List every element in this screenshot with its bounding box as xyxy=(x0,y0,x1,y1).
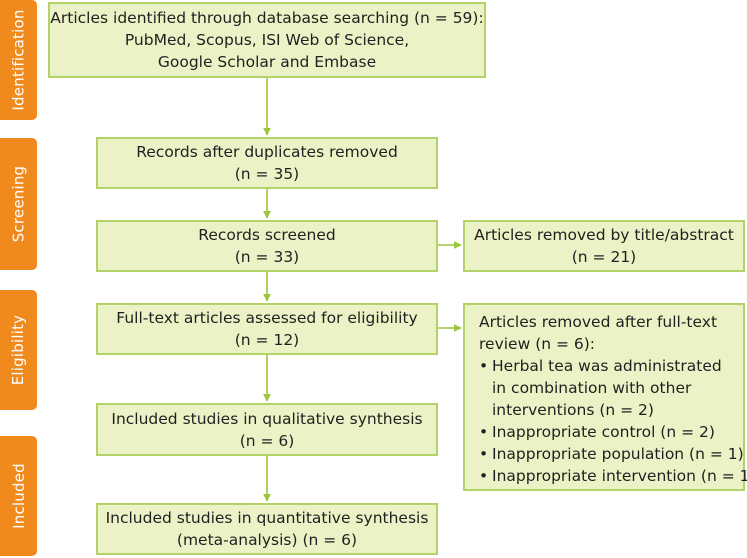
reason-1-line-3: interventions (n = 2) xyxy=(492,401,654,419)
bullet-icon: • xyxy=(479,467,489,485)
reason-2-line-1: Inappropriate control (n = 2) xyxy=(492,423,715,441)
full-text-assessed-line-1: Full-text articles assessed for eligibil… xyxy=(116,309,418,327)
bullet-icon: • xyxy=(479,357,489,375)
identified-line-3: Google Scholar and Embase xyxy=(157,53,377,71)
stage-eligibility: Eligibility xyxy=(0,290,37,410)
reason-item-3: • Inappropriate population (n = 1) xyxy=(479,443,744,465)
reason-item-2: • Inappropriate control (n = 2) xyxy=(479,421,715,443)
stage-identification-label: Identification xyxy=(9,9,28,111)
stage-included: Included xyxy=(0,436,37,556)
removed-full-text-heading-2: review (n = 6): xyxy=(479,335,596,353)
bullet-icon: • xyxy=(479,445,489,463)
box-removed-full-text: Articles removed after full-text review … xyxy=(463,303,747,491)
full-text-assessed-line-2: (n = 12) xyxy=(234,331,300,349)
reason-1-line-2: in combination with other xyxy=(492,379,692,397)
reason-4-line-1: Inappropriate intervention (n = 1) xyxy=(492,467,747,485)
stage-screening: Screening xyxy=(0,138,37,270)
box-identified: Articles identified through database sea… xyxy=(48,2,486,78)
box-qualitative: Included studies in qualitative synthesi… xyxy=(96,403,438,456)
removed-title-abstract-line-1: Articles removed by title/abstract xyxy=(474,226,734,244)
box-quantitative: Included studies in quantitative synthes… xyxy=(96,503,438,555)
reason-1-line-1: Herbal tea was administrated xyxy=(492,357,722,375)
stage-included-label: Included xyxy=(9,463,28,529)
qualitative-line-2: (n = 6) xyxy=(239,431,295,450)
stage-screening-label: Screening xyxy=(9,165,28,243)
box-removed-title-abstract: Articles removed by title/abstract (n = … xyxy=(463,220,745,272)
identified-line-2: PubMed, Scopus, ISI Web of Science, xyxy=(124,31,410,49)
box-screened: Records screened (n = 33) xyxy=(96,220,438,272)
duplicates-removed-line-2: (n = 35) xyxy=(234,165,300,183)
box-duplicates-removed: Records after duplicates removed (n = 35… xyxy=(96,137,438,189)
quantitative-line-2: (meta-analysis) (n = 6) xyxy=(176,531,358,549)
reason-3-line-1: Inappropriate population (n = 1) xyxy=(492,445,744,463)
identified-line-1: Articles identified through database sea… xyxy=(50,9,484,27)
reason-item-4: • Inappropriate intervention (n = 1) xyxy=(479,465,747,487)
screened-line-1: Records screened xyxy=(198,226,336,244)
reason-item-1: • Herbal tea was administrated xyxy=(479,355,722,377)
qualitative-line-1: Included studies in qualitative synthesi… xyxy=(111,409,423,428)
quantitative-line-1: Included studies in quantitative synthes… xyxy=(105,509,429,527)
stage-identification: Identification xyxy=(0,0,37,120)
bullet-icon: • xyxy=(479,423,489,441)
duplicates-removed-line-1: Records after duplicates removed xyxy=(136,143,398,161)
stage-eligibility-label: Eligibility xyxy=(9,314,28,386)
removed-full-text-heading-1: Articles removed after full-text xyxy=(479,313,718,331)
box-full-text-assessed: Full-text articles assessed for eligibil… xyxy=(96,303,438,355)
removed-title-abstract-line-2: (n = 21) xyxy=(571,248,637,266)
screened-line-2: (n = 33) xyxy=(234,248,300,266)
